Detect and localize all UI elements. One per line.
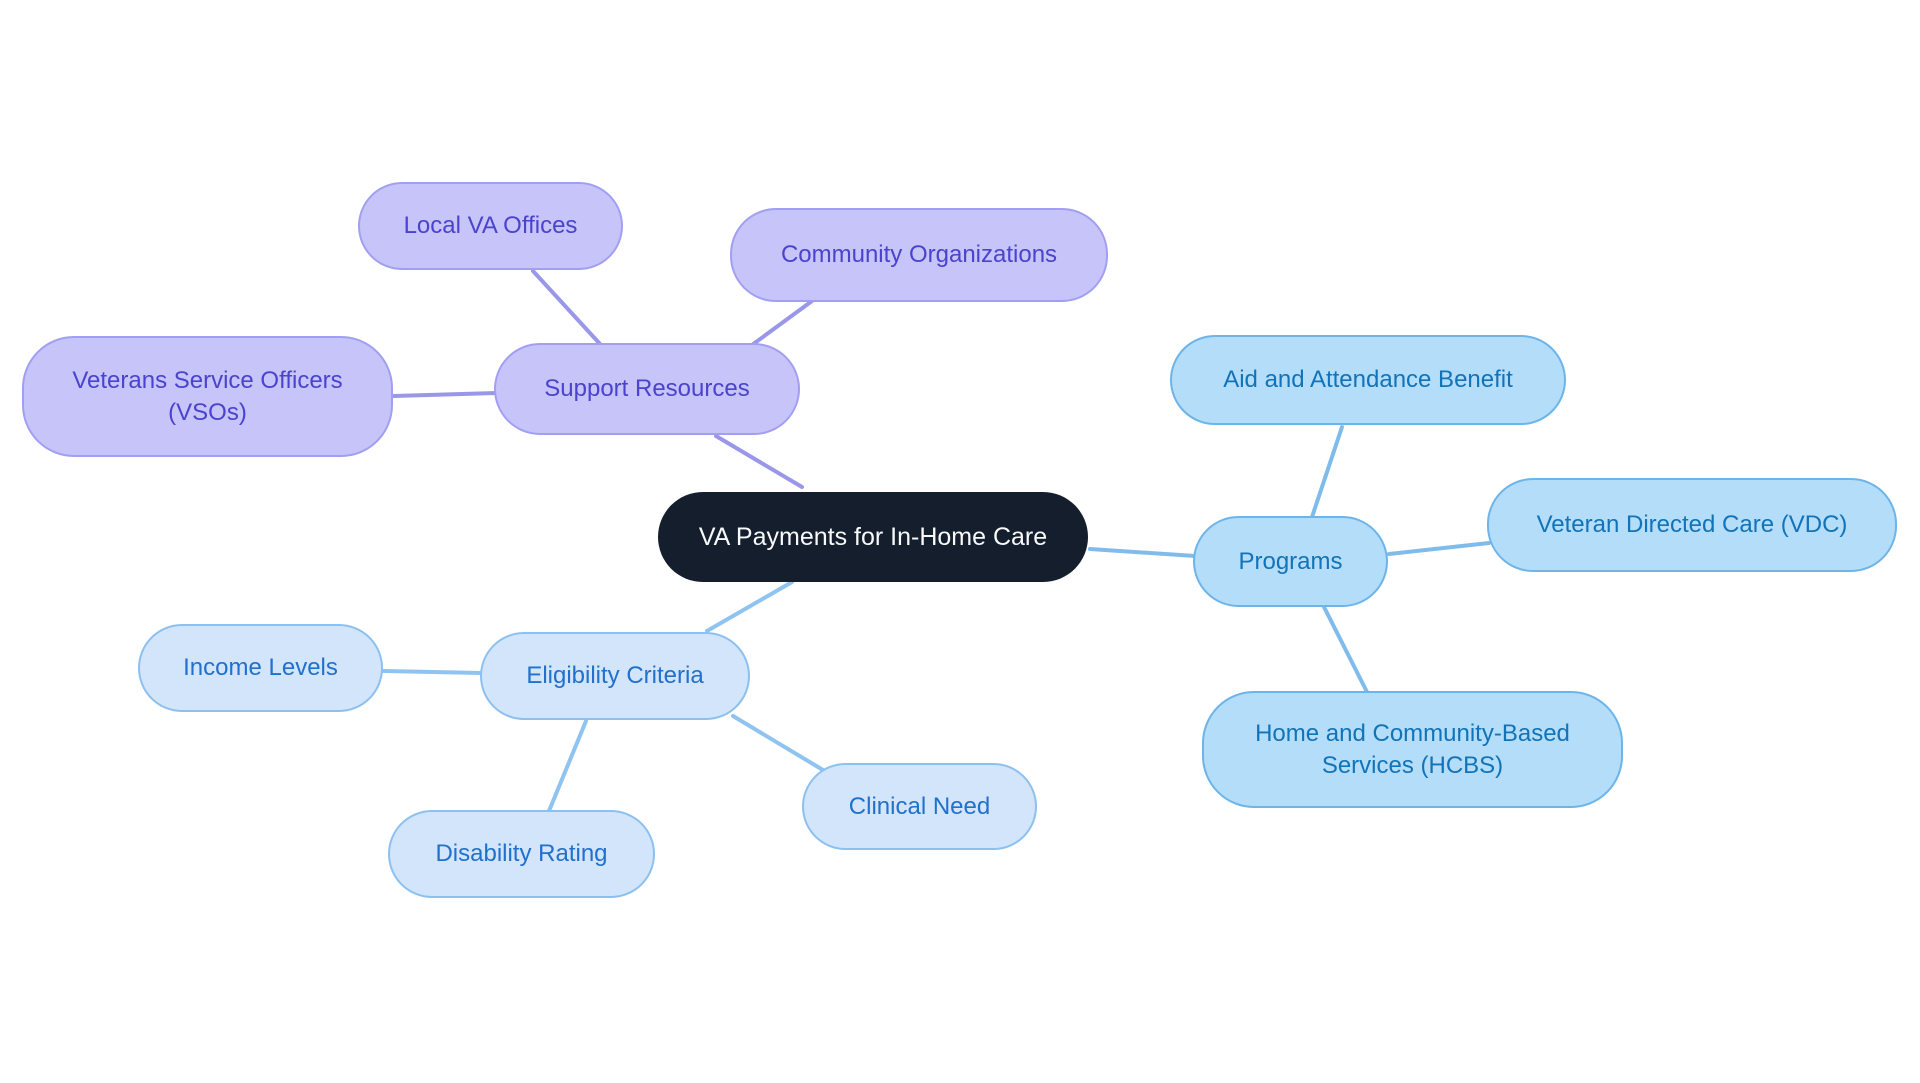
node-programs[interactable]: Programs: [1193, 516, 1388, 607]
node-home-community-based-services[interactable]: Home and Community-Based Services (HCBS): [1202, 691, 1623, 808]
edge-eligibility-disability-rating: [547, 719, 588, 813]
edge-community-organizations-support-resources: [750, 299, 814, 347]
edge-programs-aid-attendance: [1310, 425, 1344, 519]
edge-eligibility-income-levels: [382, 669, 484, 675]
node-central-va-payments[interactable]: VA Payments for In-Home Care: [658, 492, 1088, 582]
edge-central-programs: [1088, 547, 1197, 558]
node-local-va-offices[interactable]: Local VA Offices: [358, 182, 623, 270]
edge-eligibility-clinical-need: [731, 714, 825, 772]
node-clinical-need[interactable]: Clinical Need: [802, 763, 1037, 850]
edge-support-resources-central: [714, 434, 804, 489]
node-eligibility-criteria[interactable]: Eligibility Criteria: [480, 632, 750, 720]
edge-local-va-offices-support-resources: [531, 269, 602, 346]
node-veteran-directed-care[interactable]: Veteran Directed Care (VDC): [1487, 478, 1897, 572]
edge-programs-hcbs: [1322, 605, 1369, 694]
edge-central-eligibility: [705, 580, 794, 633]
node-income-levels[interactable]: Income Levels: [138, 624, 383, 712]
node-community-organizations[interactable]: Community Organizations: [730, 208, 1108, 302]
edge-vsos-support-resources: [392, 391, 498, 398]
node-support-resources[interactable]: Support Resources: [494, 343, 800, 435]
edge-programs-vdc: [1387, 541, 1491, 556]
node-veterans-service-officers[interactable]: Veterans Service Officers (VSOs): [22, 336, 393, 457]
node-disability-rating[interactable]: Disability Rating: [388, 810, 655, 898]
node-aid-attendance-benefit[interactable]: Aid and Attendance Benefit: [1170, 335, 1566, 425]
